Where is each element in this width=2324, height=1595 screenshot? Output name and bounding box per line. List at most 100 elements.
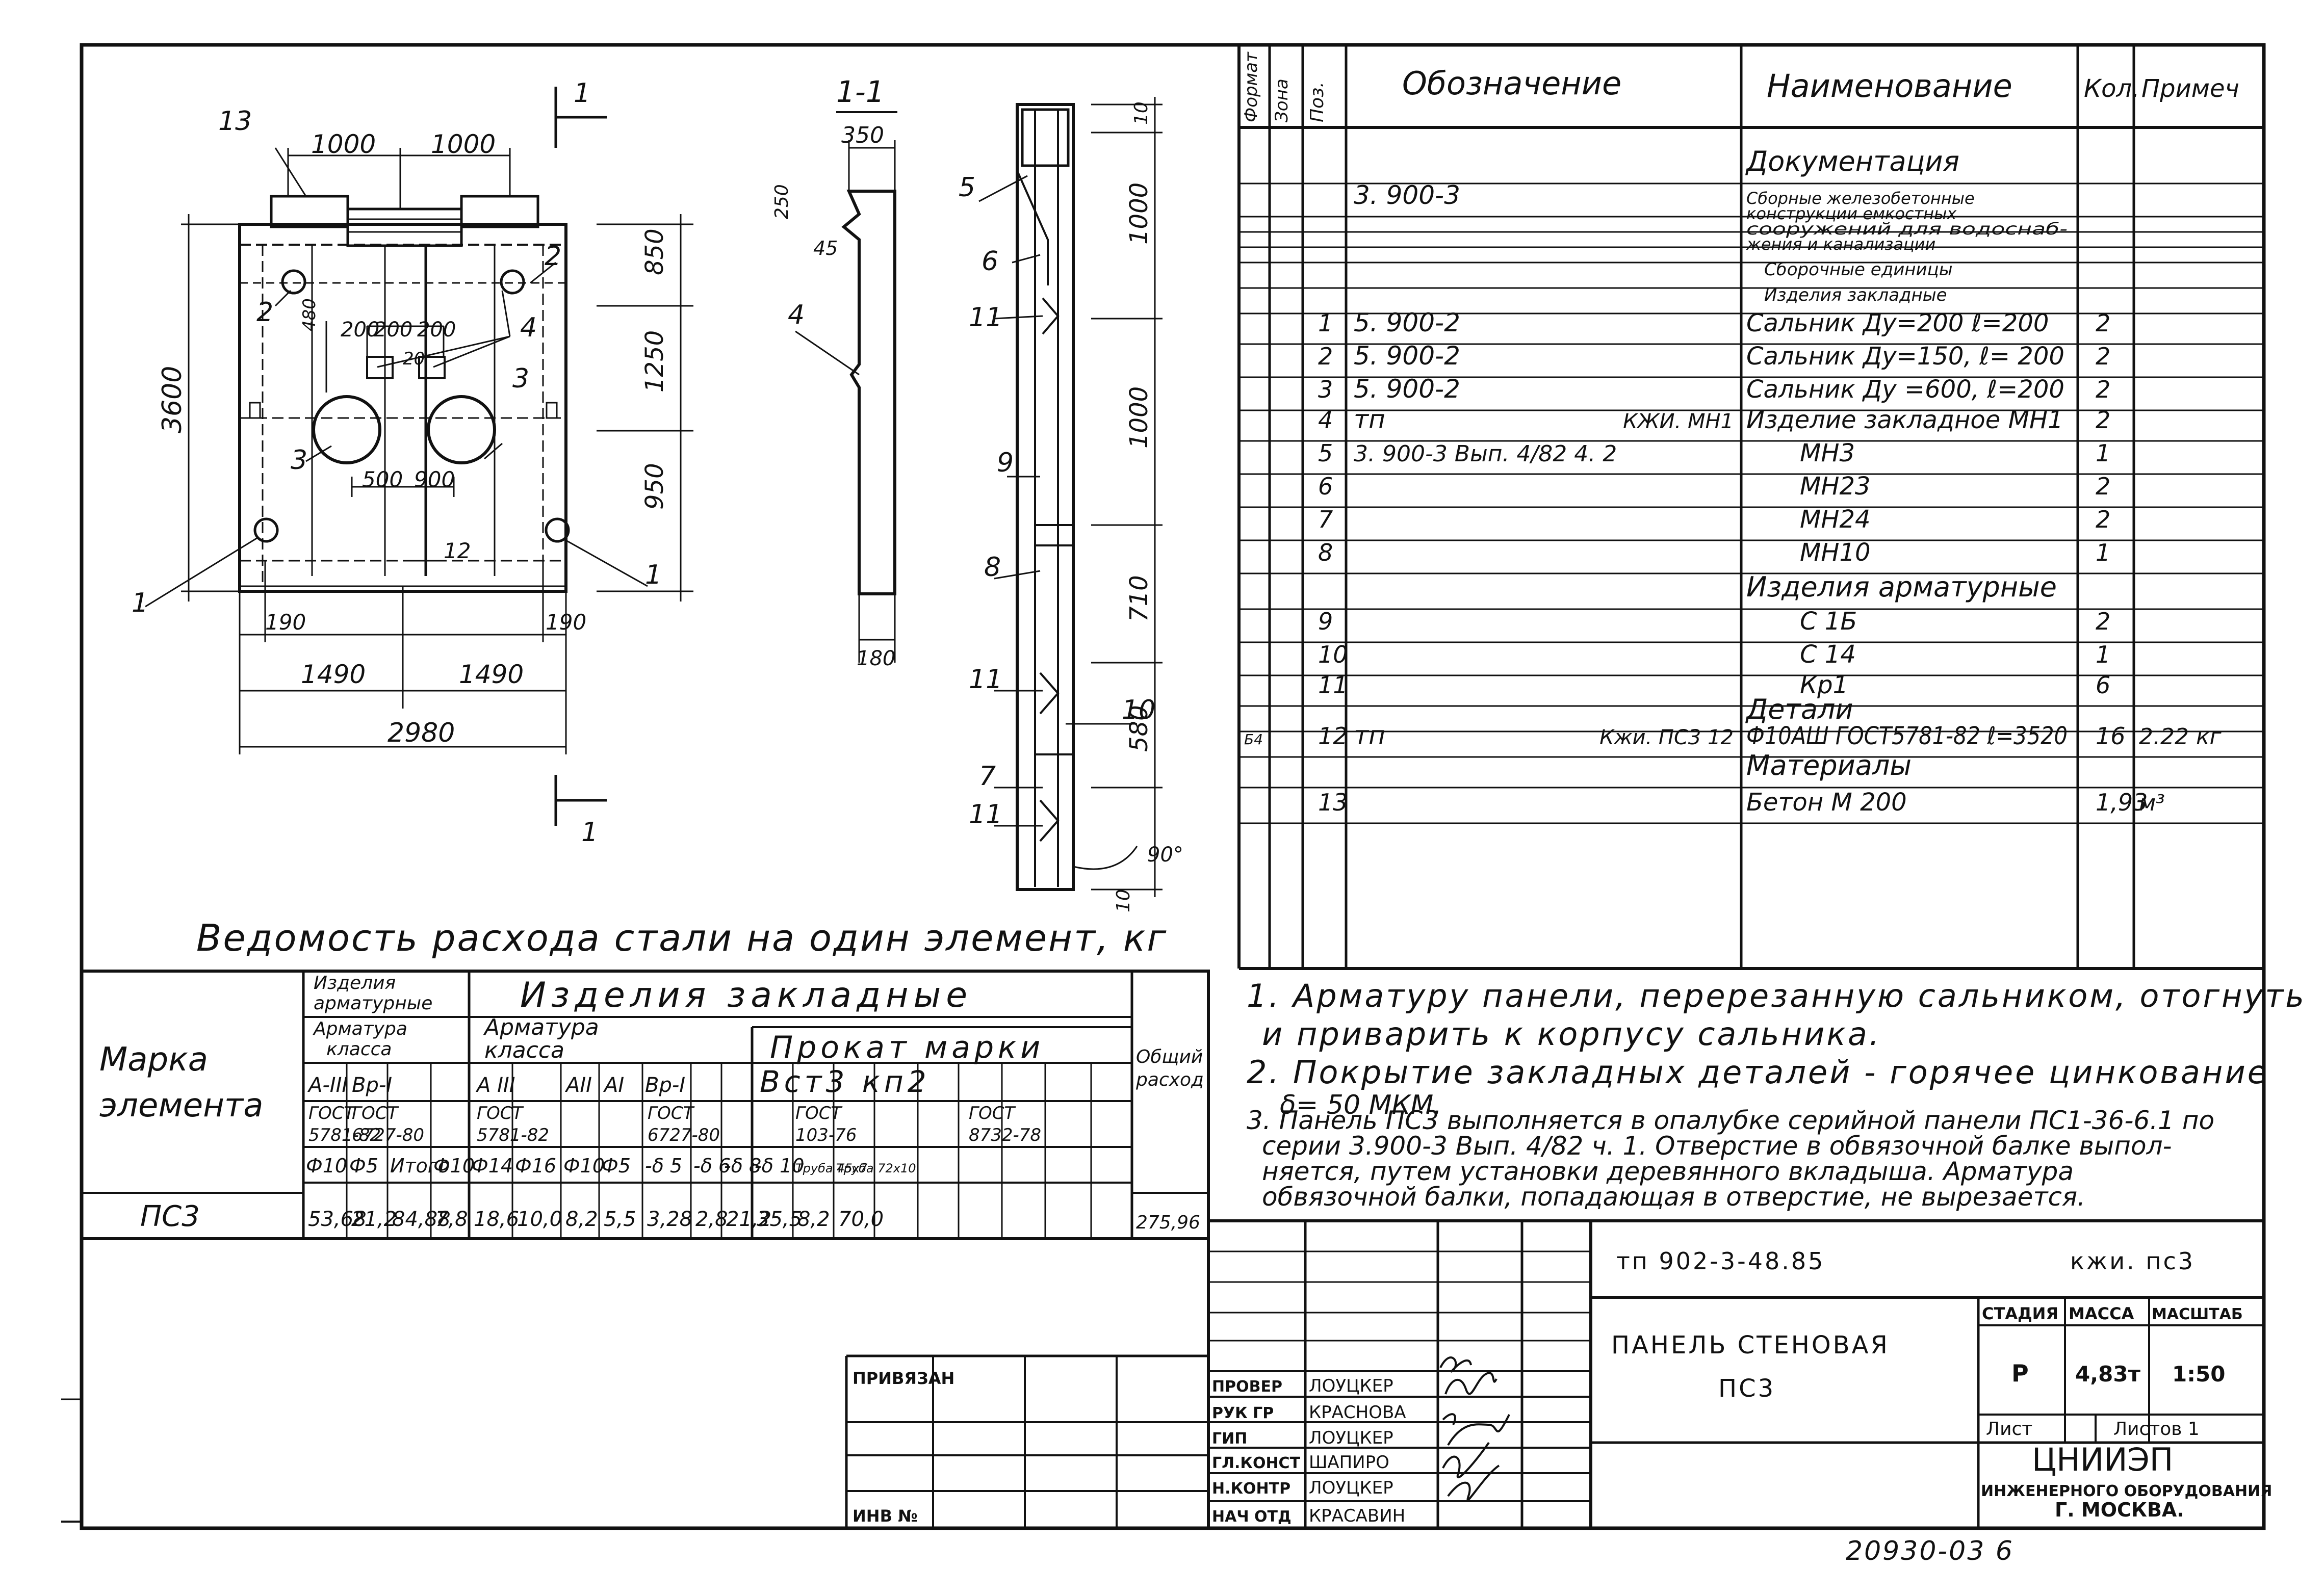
note-line-7: няется, путем установки деревянного вкла… [1262, 1157, 2074, 1186]
steel-diameter-cell: -δ 10 [755, 1155, 804, 1177]
spec-qty: 2 [2096, 376, 2110, 403]
spec-pos: 2 [1318, 343, 1333, 370]
steel-data-mark: ПС3 [140, 1200, 200, 1233]
reinf-dim-1000-b: 1000 [1125, 386, 1153, 449]
title-stage-value: Р [2011, 1359, 2029, 1387]
steel-sub-rolled: Прокат марки [770, 1030, 1044, 1065]
title-org-name: ЦНИИЭП [2032, 1441, 2173, 1478]
callout-2-right: 2 [545, 241, 561, 272]
spec-name: МН3 [1800, 439, 1855, 467]
signature-role: ПРОВЕР [1212, 1378, 1282, 1396]
spec-qty: 2 [2096, 343, 2110, 370]
spec-qty: 16 [2096, 722, 2126, 750]
steel-diameter-cell: Ф10 [563, 1155, 605, 1177]
spec-designation: 5. 900-2 [1354, 308, 1460, 337]
callout-1-right: 1 [645, 560, 662, 590]
title-sheet-label: Лист [1986, 1419, 2032, 1440]
dim-1250: 1250 [640, 330, 669, 393]
title-org-city: Г. МОСКВА. [2055, 1499, 2184, 1521]
steel-data-cell: 21,2 [726, 1208, 771, 1231]
dim-1490-left: 1490 [301, 660, 366, 689]
spec-header-note: Примеч [2141, 74, 2239, 103]
spec-row: Изделия арматурные [1746, 571, 2057, 603]
dim-200-a: 200 [341, 318, 379, 342]
steel-sub-armclass-b-2: класса [484, 1037, 564, 1063]
spec-qty: 2 [2096, 473, 2110, 500]
steel-gost-label: ГОСТ [352, 1103, 399, 1123]
steel-gost-number: 6727-80 [352, 1125, 424, 1145]
title-name-line-1: ПАНЕЛЬ СТЕНОВАЯ [1611, 1331, 1890, 1359]
steel-diameter-cell: -δ 8 [724, 1155, 761, 1177]
dim-200-b: 200 [374, 318, 412, 342]
signature-role: ГЛ.КОНСТ [1212, 1454, 1301, 1472]
spec-designation-suffix: Кжи. ПС3 12 [1599, 726, 1734, 749]
dim-950: 950 [640, 463, 669, 510]
spec-header-qty: Кол. [2084, 74, 2139, 103]
spec-name: Материалы [1746, 749, 1912, 781]
steel-group-embed: Изделия закладные [520, 975, 972, 1015]
reinf-pos-9: 9 [997, 448, 1014, 478]
steel-gost-label: ГОСТ [795, 1103, 842, 1123]
general-notes: 1. Арматуру панели, перерезанную сальник… [1247, 977, 2304, 1212]
spec-designation: 5. 900-2 [1354, 374, 1460, 404]
spec-pos: 9 [1318, 608, 1333, 635]
reinf-pos-11-mid: 11 [969, 664, 1002, 695]
steel-class-cell: Bp-I [352, 1074, 392, 1097]
callout-3-left: 3 [291, 445, 307, 476]
spec-name: МН24 [1800, 505, 1871, 534]
spec-qty: 6 [2096, 671, 2110, 699]
spec-qty: 1 [2096, 641, 2110, 668]
dim-12: 12 [444, 538, 471, 563]
spec-row: сооружений для водоснаб- [1746, 219, 2068, 239]
steel-table-columns [346, 1063, 1092, 1239]
spec-format: Б4 [1244, 731, 1263, 748]
reinf-pos-5: 5 [959, 172, 975, 203]
steel-class-cell: A III [475, 1074, 515, 1097]
title-doc-suffix: кжи. пс3 [2070, 1247, 2195, 1275]
spec-qty: 2 [2096, 506, 2110, 533]
spec-note: м³ [2139, 790, 2165, 816]
steel-diameter-cell: Ф10 [433, 1155, 475, 1177]
steel-table [80, 970, 1210, 1240]
dim-1000-left: 1000 [311, 129, 376, 159]
steel-data-cell: 8,2 [565, 1208, 598, 1231]
spec-designation-suffix: КЖИ. МН1 [1623, 410, 1734, 433]
spec-name: конструкции емкостных [1746, 204, 1957, 223]
title-scale-value: 1:50 [2172, 1362, 2225, 1387]
signature-role: ГИП [1212, 1430, 1247, 1448]
spec-pos: 1 [1318, 309, 1333, 337]
signature-name: ЛОУЦКЕР [1309, 1376, 1393, 1396]
spec-name: Документация [1745, 145, 1959, 177]
steel-total-value: 275,96 [1136, 1212, 1200, 1233]
reinf-pos-7: 7 [979, 761, 996, 792]
dim-500: 500 [362, 467, 403, 492]
spec-header-zone: Зона [1272, 79, 1292, 122]
spec-name: жения и канализации [1746, 234, 1935, 254]
steel-header-mark-1: Марка [99, 1041, 208, 1079]
reinforcement-view [978, 97, 1163, 897]
reinf-dim-580: 580 [1125, 705, 1153, 752]
spec-name: Сальник Ду=150, ℓ= 200 [1746, 342, 2064, 371]
title-sheets-label: Листов 1 [2113, 1419, 2200, 1440]
spec-header-name: Наименование [1767, 67, 2012, 104]
steel-class-cell: AII [564, 1074, 592, 1097]
title-header-scale: МАСШТАБ [2152, 1305, 2243, 1323]
dim-1000-right: 1000 [431, 129, 496, 159]
signature-name: КРАСНОВА [1309, 1402, 1406, 1423]
steel-diameter-cell: Труба 45х7 [795, 1161, 868, 1175]
panel-elevation [145, 87, 693, 826]
spec-name: сооружений для водоснаб- [1746, 219, 2068, 239]
callout-4: 4 [520, 312, 537, 343]
steel-header-total-1: Общий [1136, 1047, 1203, 1067]
steel-data-cell: 70,0 [838, 1208, 884, 1231]
steel-group-reinf-1: Изделия [314, 973, 396, 993]
spec-name: С 1Б [1800, 607, 1857, 636]
section-dim-250: 250 [771, 184, 792, 219]
steel-data-cell: 2,8 [695, 1208, 728, 1231]
